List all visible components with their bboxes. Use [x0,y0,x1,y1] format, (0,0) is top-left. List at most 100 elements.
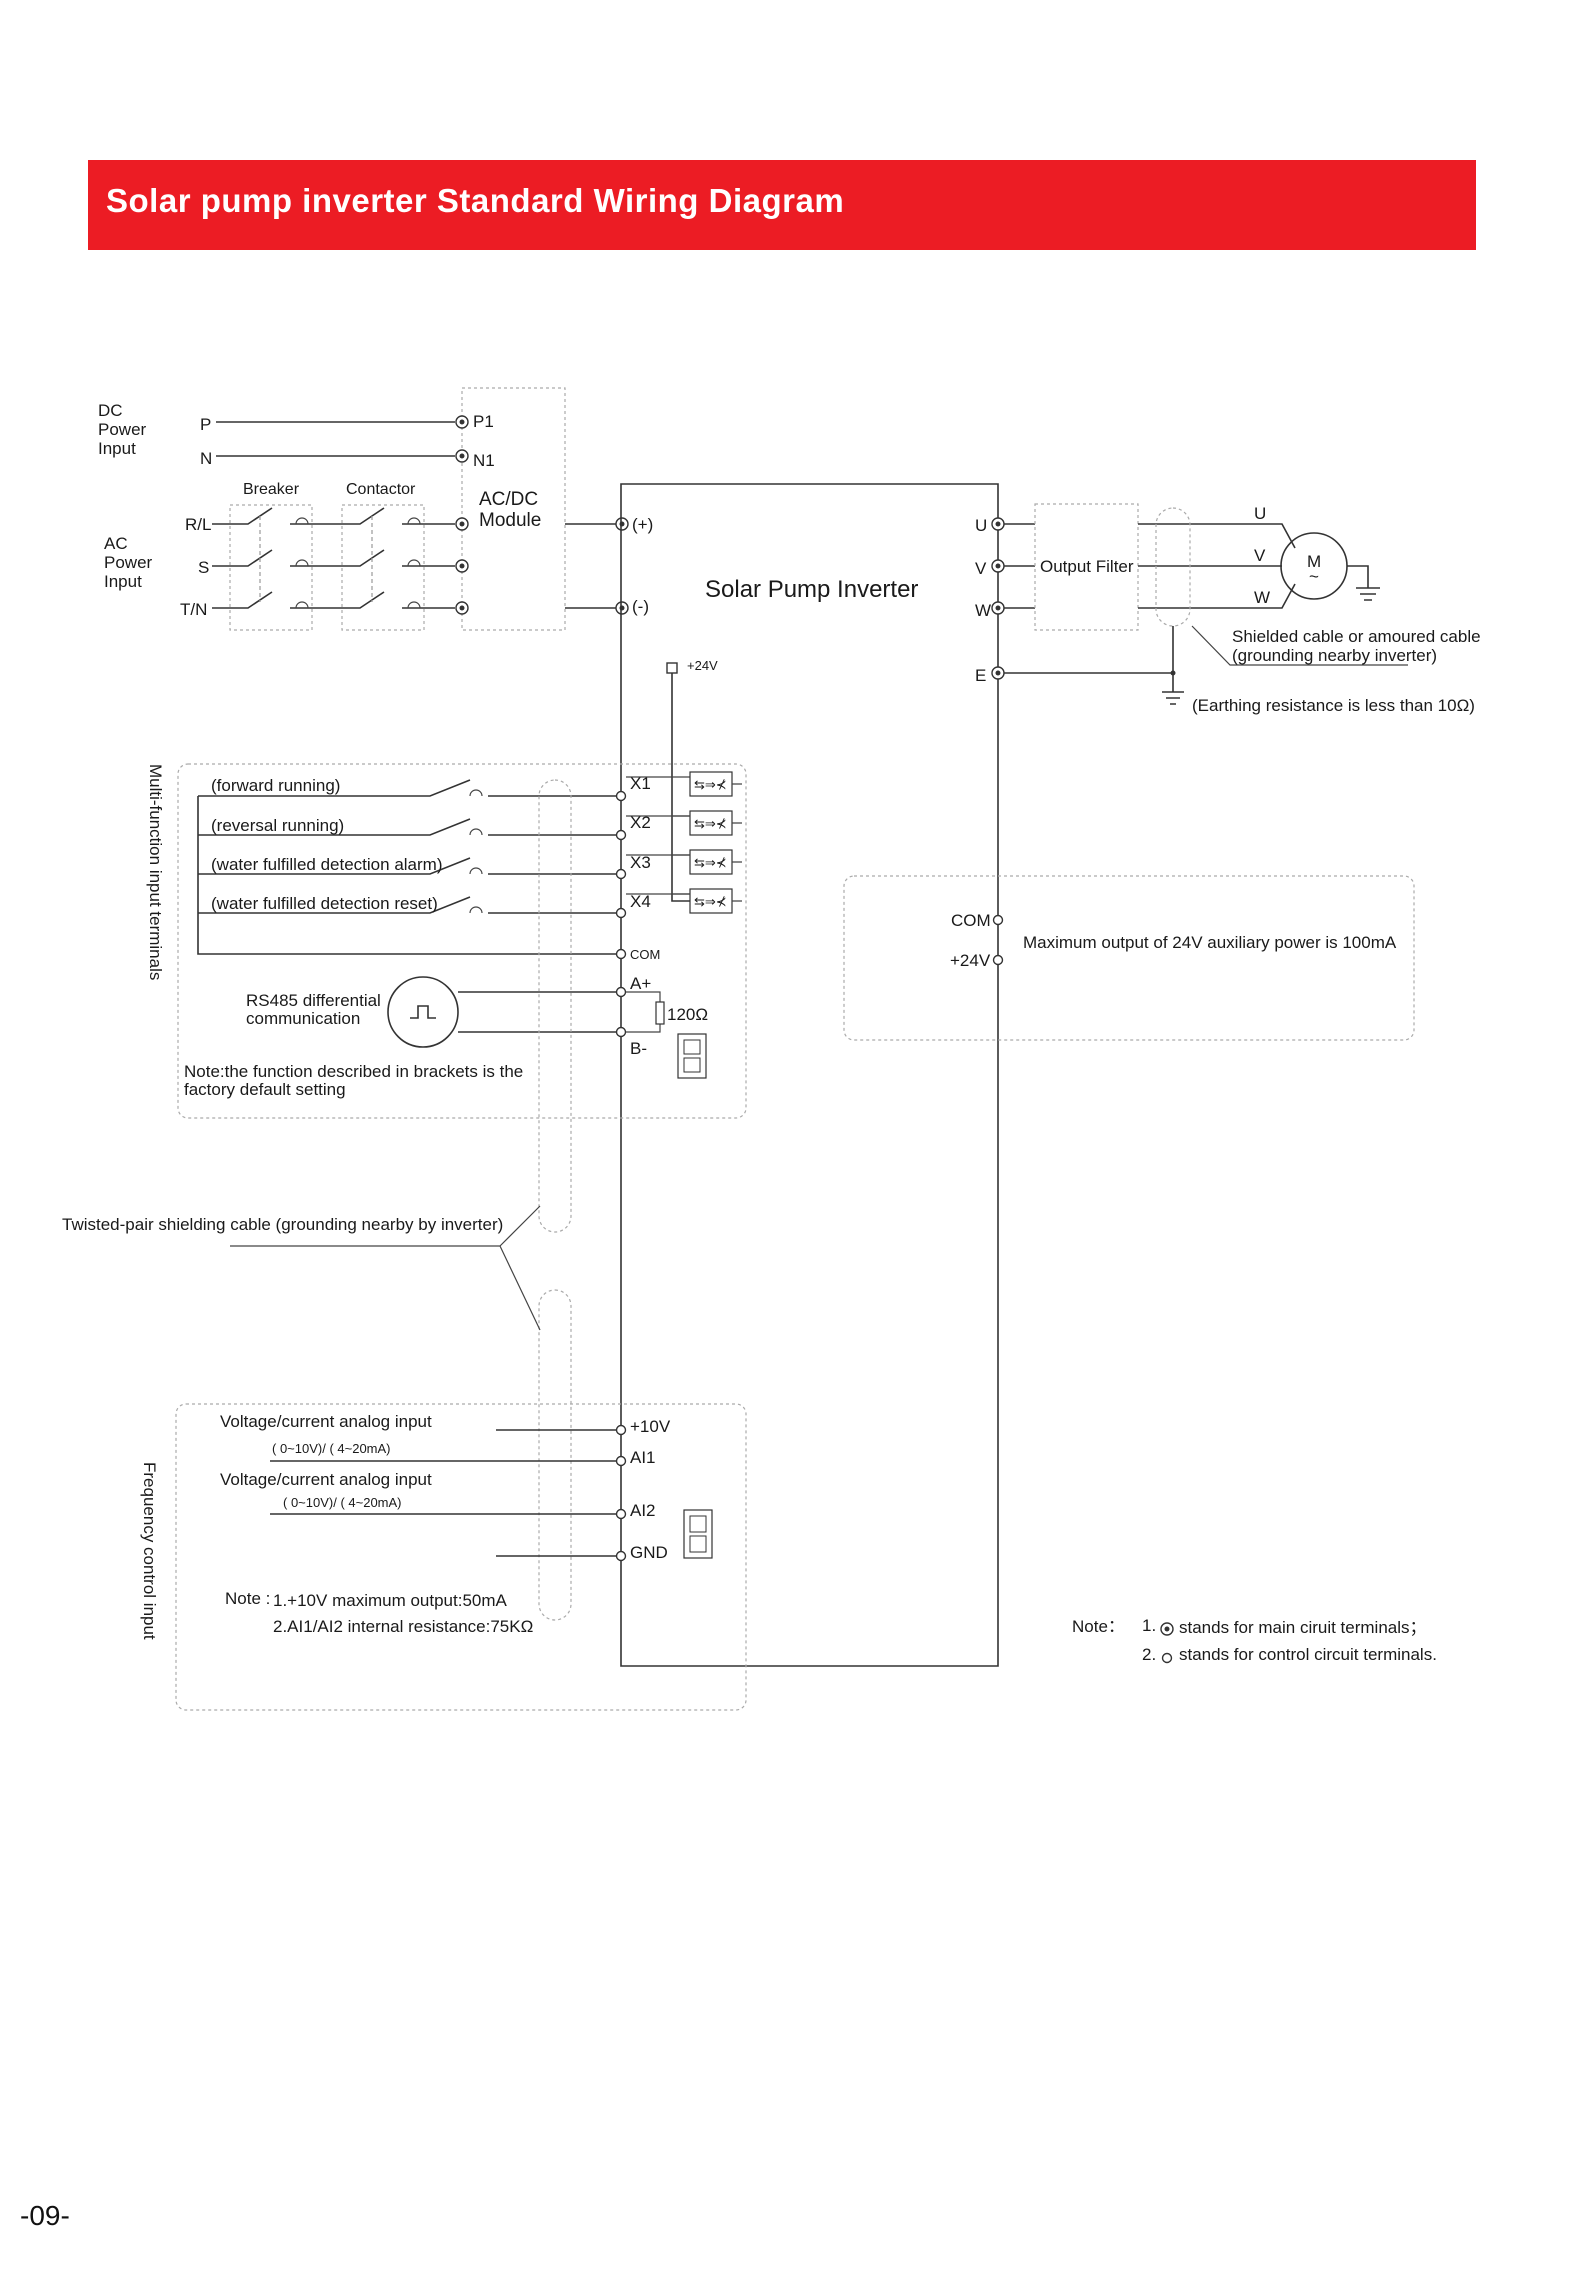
page-title: Solar pump inverter Standard Wiring Diag… [106,182,845,219]
mf-com-label: COM [630,947,660,962]
legend-item1: stands for main ciruit terminals； [1179,1618,1427,1637]
inverter-label: Solar Pump Inverter [705,576,918,603]
optocoupler-outputs [732,783,742,902]
dc-minus-label: (-) [632,597,649,616]
motor-w-label: W [1254,588,1270,607]
a-plus-label: A+ [630,974,651,993]
acdc-module-box [461,387,566,631]
out-u-label: U [975,516,987,535]
out-e-label: E [975,666,986,685]
output-terminals [991,517,1005,680]
analog-input-2-range: ( 0~10V)/ ( 4~20mA) [283,1495,402,1510]
terminal-rl-label: R/L [185,515,211,534]
inverter-body [620,483,999,1667]
motor-ground-icon [1347,565,1380,601]
shield-note-leader [1191,625,1408,666]
analog-input-1-label: Voltage/current analog input [220,1412,432,1431]
motor-label: M [1307,552,1321,571]
svg-text:⇆⇒⊀: ⇆⇒⊀ [694,855,727,870]
termination-resistor-icon [655,1001,665,1025]
svg-text:⇆⇒⊀: ⇆⇒⊀ [694,816,727,831]
svg-text:⇆⇒⊀: ⇆⇒⊀ [694,777,727,792]
shield-note-2: (grounding nearby inverter) [1232,646,1437,665]
earthing-note: (Earthing resistance is less than 10Ω) [1192,696,1475,715]
terminal-tn-label: T/N [180,600,207,619]
input-row-x1: ⇆⇒⊀ [198,771,733,802]
svg-text:⇆⇒⊀: ⇆⇒⊀ [694,894,727,909]
contactor-box [341,504,425,631]
gnd-terminal-icon [615,1550,627,1562]
input-row-x2: ⇆⇒⊀ [198,810,733,841]
termination-links [626,991,661,1033]
aux-power-section [843,875,1415,1041]
frequency-note-1: 1.+10V maximum output:50mA [273,1591,508,1610]
ai-dip-switch-icon [683,1509,713,1559]
x1-label: X1 [630,774,651,793]
b-minus-label: B- [630,1039,647,1058]
analog-input-1-range: ( 0~10V)/ ( 4~20mA) [272,1441,391,1456]
shield-note: Shielded cable or amoured cable [1232,627,1481,646]
analog-input-2-label: Voltage/current analog input [220,1470,432,1489]
output-filter-label: Output Filter [1040,557,1134,576]
frequency-section-label: Frequency control input [140,1462,159,1640]
legend-item2-num: 2. [1142,1645,1156,1664]
aux-24v-out-label: +24V [950,951,991,970]
motor-u-label: U [1254,504,1266,523]
x2-label: X2 [630,813,651,832]
ai2-terminal-icon [615,1508,627,1520]
terminal-p-label: P [200,415,211,434]
terminal-n-label: N [200,449,212,468]
resistor-label: 120Ω [667,1005,708,1024]
ai2-label: AI2 [630,1501,656,1520]
breaker-box [229,504,313,631]
ai1-terminal-icon [615,1455,627,1467]
n1-label: N1 [473,451,495,470]
plus10v-terminal-icon [615,1424,627,1436]
shield-cable-upper-icon [538,779,572,1233]
motor-wires [1138,523,1296,609]
out-w-label: W [975,601,991,620]
module-input-terminals [455,517,469,615]
aux-com-label: COM [951,911,991,930]
title-banner: Solar pump inverter Standard Wiring Diag… [88,160,1476,250]
input-row-x3: ⇆⇒⊀ [198,849,733,880]
ai1-label: AI1 [630,1448,656,1467]
terminal-s-label: S [198,558,209,577]
shield-cable-lower-icon [538,1289,572,1621]
frequency-note-prefix: Note : [225,1589,270,1608]
input-row-x4: ⇆⇒⊀ [198,888,733,919]
mf-com-terminal-icon [615,948,627,960]
legend-item1-num: 1. [1142,1616,1156,1635]
ac-phase-wires [212,507,455,609]
frequency-note-2: 2.AI1/AI2 internal resistance:75KΩ [273,1617,533,1636]
plus10v-label: +10V [630,1417,671,1436]
aux-24v-terminal-icon [666,662,678,674]
x3-label: X3 [630,853,651,872]
output-shield-icon [1155,507,1191,627]
aux-24v-out-terminal-icon [992,954,1004,966]
dc-plus-label: (+) [632,515,653,534]
legend-prefix: Note： [1072,1617,1125,1636]
x4-label: X4 [630,892,651,911]
frequency-section [175,1403,747,1711]
aux-power-note: Maximum output of 24V auxiliary power is… [1023,933,1397,952]
motor-v-label: V [1254,546,1266,565]
page-number: -09- [20,2200,70,2231]
twisted-pair-leader [230,1205,541,1331]
x2-desc: (reversal running) [211,816,344,835]
multifunction-common-bus [197,796,620,955]
aux-com-terminal-icon [992,914,1004,926]
earth-ground-icon [1162,673,1184,705]
rs485-pulse-icon [410,1005,436,1019]
gnd-label: GND [630,1543,668,1562]
twisted-pair-note: Twisted-pair shielding cable (grounding … [62,1215,503,1234]
control-terminal-legend-icon [1161,1652,1173,1664]
out-v-label: V [975,559,987,578]
x3-desc: (water fulfilled detection alarm) [211,855,442,874]
multifunction-section-label: Multi-function input terminals [146,764,165,980]
x1-desc: (forward running) [211,776,340,795]
